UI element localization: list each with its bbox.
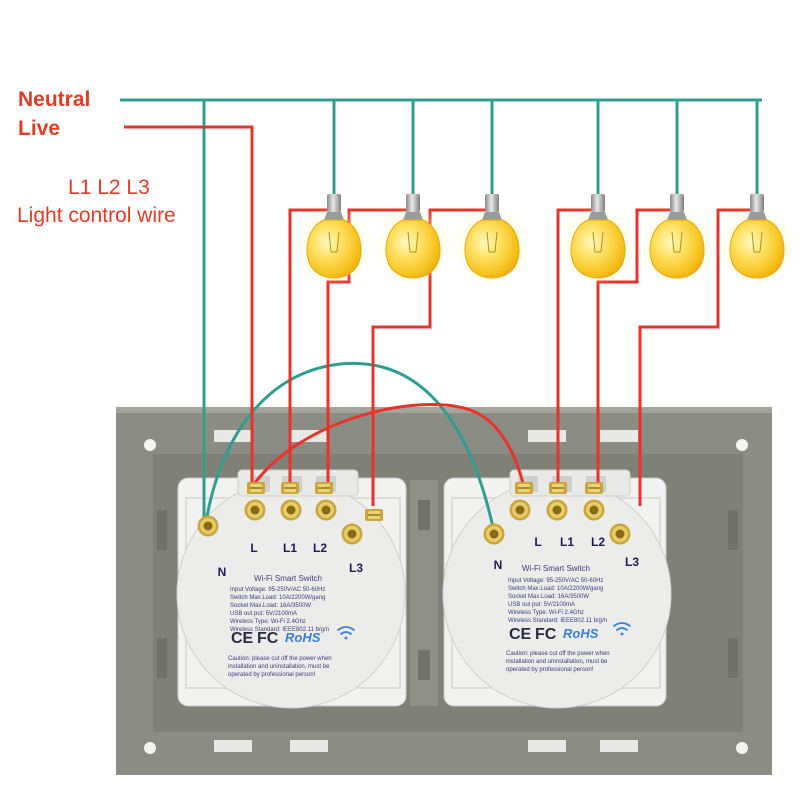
caution-line: Caution: please cut off the power when (228, 656, 332, 662)
neutral-label: Neutral (18, 88, 90, 111)
spec-line: Wireless Standard: IEEE802.11 b/g/n (230, 627, 329, 633)
bulb-5-icon (637, 194, 717, 286)
bulb-6-icon (717, 194, 797, 286)
control-wiring (288, 208, 757, 506)
neutral-wiring (120, 98, 762, 533)
live-wiring (124, 125, 526, 488)
spec-line: Socket Max.Load: 16A/3500W (508, 594, 589, 600)
caution-line: installation and uninstallation, must be (506, 659, 608, 665)
terminal-label-l2: L2 (313, 541, 327, 555)
bulb-1-icon (294, 194, 374, 286)
terminal-label-l2: L2 (591, 535, 605, 549)
control-wire-5 (596, 208, 677, 487)
rohs-mark: RoHS (563, 626, 599, 641)
wifi-icon (613, 622, 631, 636)
spec-line: Input Voltage: 95-250V/AC 50-60Hz (508, 578, 603, 584)
spec-line: Wireless Standard: IEEE802.11 b/g/n (508, 618, 607, 624)
bulbs (294, 194, 797, 286)
terminal-label-n: N (218, 565, 227, 579)
terminal-label-l3: L3 (349, 561, 363, 575)
terminal-label-l: L (534, 535, 541, 549)
switch-1-labels: L L1 L2 N L3 Wi-Fi Smart Switch Input Vo… (218, 541, 364, 678)
bulb-2-icon (373, 194, 453, 286)
terminal-label-l3: L3 (625, 555, 639, 569)
terminal-label-l1: L1 (560, 535, 574, 549)
spec-line: Switch Max.Load: 10A/2200W/gang (230, 595, 325, 601)
fc-mark: FC (257, 630, 279, 647)
spec-line: Socket Max.Load: 16A/3500W (230, 603, 311, 609)
module-title: Wi-Fi Smart Switch (254, 574, 322, 583)
control-wire-codes: L1 L2 L3 (68, 176, 150, 199)
caution-line: operated by professional person! (228, 672, 316, 678)
terminal-label-l1: L1 (283, 541, 297, 555)
spec-line: Input Voltage: 95-250V/AC 50-60Hz (230, 587, 325, 593)
spec-line: Wireless Type: Wi-Fi 2.4Ghz (508, 610, 584, 616)
ce-mark: CE (231, 630, 254, 647)
control-wire-label: Light control wire (17, 204, 176, 227)
neutral-bridge (204, 361, 496, 533)
spec-line: Switch Max.Load: 10A/2200W/gang (508, 586, 603, 592)
live-feed (124, 125, 254, 487)
module-title: Wi-Fi Smart Switch (522, 564, 590, 573)
legend: Neutral Live L1 L2 L3 Light control wire (17, 88, 176, 227)
live-bridge (250, 403, 526, 488)
spec-line: USB out put: 5V/2100mA (230, 611, 297, 617)
caution-line: operated by professional person! (506, 667, 594, 673)
spec-line: USB out put: 5V/2100mA (508, 602, 575, 608)
bulb-3-icon (452, 194, 532, 286)
caution-line: Caution: please cut off the power when (506, 651, 610, 657)
bulb-4-icon (558, 194, 638, 286)
switch-2-labels: L L1 L2 N L3 Wi-Fi Smart Switch Input Vo… (494, 535, 640, 673)
terminal-label-n: N (494, 558, 503, 572)
wifi-icon (337, 626, 355, 640)
terminal-label-l: L (250, 541, 257, 555)
control-wire-6 (638, 208, 757, 506)
spec-line: Wireless Type: Wi-Fi 2.4Ghz (230, 619, 306, 625)
ce-mark: CE (509, 626, 532, 643)
caution-line: installation and uninstallation, must be (228, 664, 330, 670)
fc-mark: FC (535, 626, 557, 643)
control-wire-3 (371, 208, 492, 506)
live-label: Live (18, 117, 60, 140)
rohs-mark: RoHS (285, 630, 321, 645)
